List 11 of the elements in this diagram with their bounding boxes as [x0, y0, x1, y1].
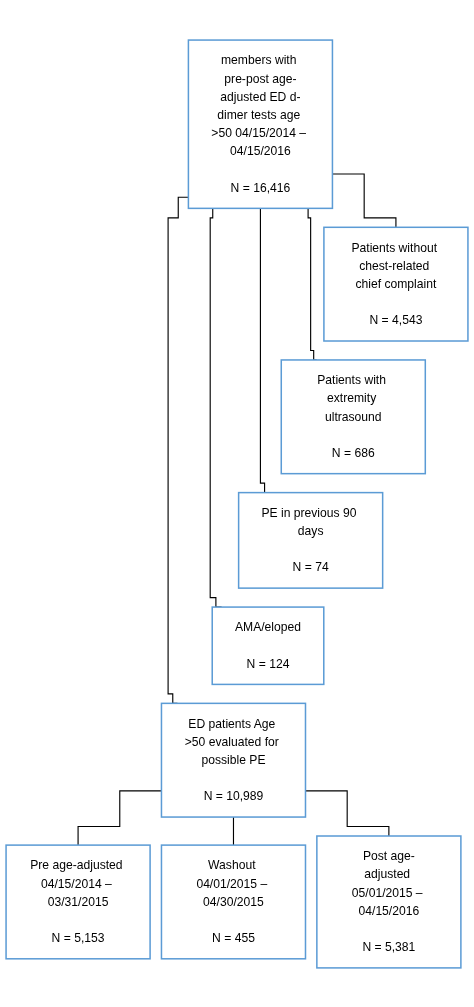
node-box: PE in previous 90 days N = 74: [237, 491, 384, 589]
connector: [232, 816, 235, 846]
connector: [167, 196, 189, 704]
node-box: ED patients Age >50 evaluated for possible PE N = 10,989: [160, 702, 307, 818]
node-box: members with pre-post age-adjusted ED d-dimer tests age >50 04/15/2014 – 04/15/2016 N = 16,416: [187, 38, 334, 209]
node-box: Patients without chest-related chief complaint N = 4,543: [323, 226, 469, 342]
node-box: Post age-adjusted 05/01/2015 – 04/15/2016 N = 5,381: [316, 834, 462, 969]
node-box: AMA/eloped N = 124: [211, 605, 325, 685]
node-box: Pre age-adjusted 04/15/2014 – 03/31/2015 N = 5,153: [5, 843, 151, 960]
node-box: Washout 04/01/2015 – 04/30/2015 N = 455: [160, 843, 307, 960]
node-box: Patients with extremity ultrasound N = 686: [280, 358, 427, 474]
